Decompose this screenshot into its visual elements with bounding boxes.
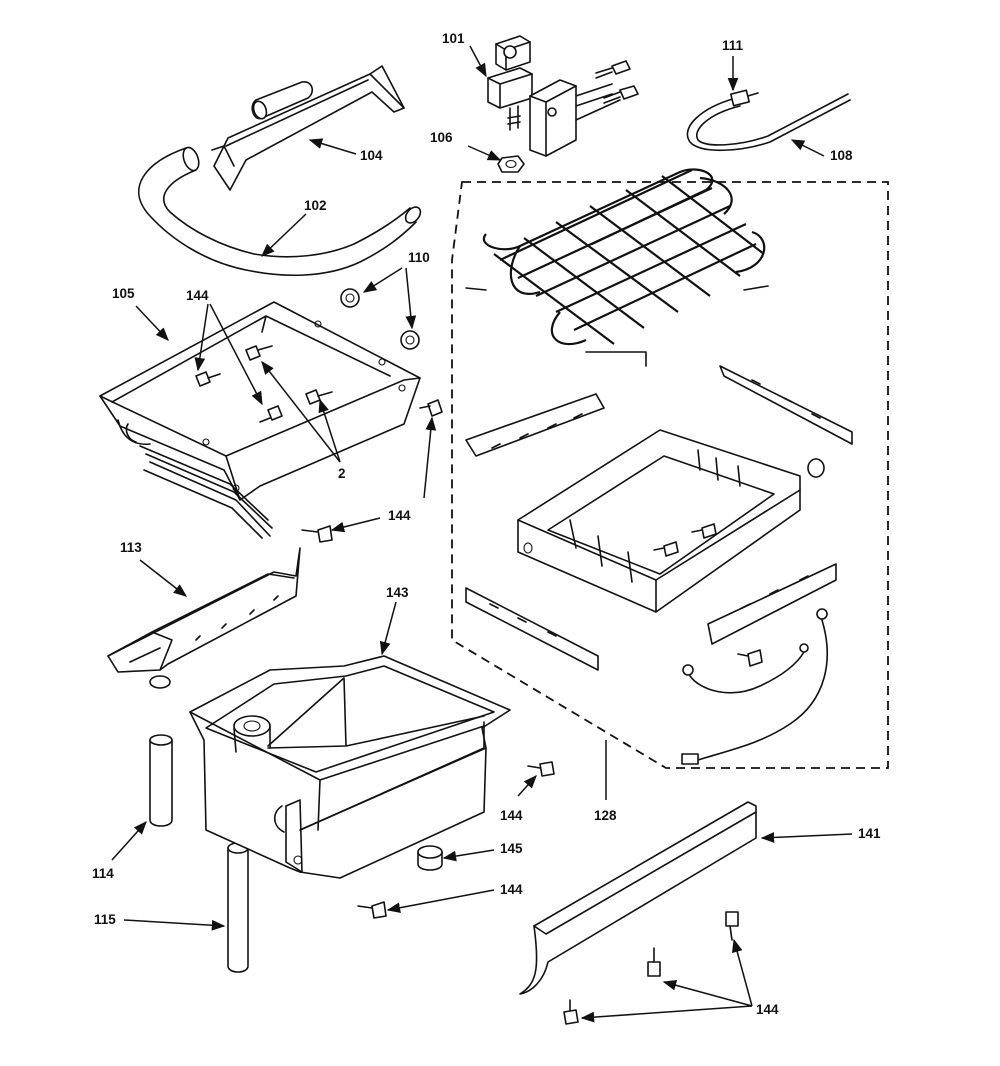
label-113: 113 [120,540,142,555]
water-valve-part [487,35,639,157]
label-144-d: 144 [500,882,523,897]
foot-part [417,845,443,871]
screw-part [563,911,739,1025]
label-108: 108 [830,148,853,163]
heater-tube-part [138,146,422,276]
callout-leaders [111,45,853,1023]
fill-cup-part [211,65,405,191]
label-105: 105 [112,286,135,301]
label-128: 128 [594,808,617,823]
label-144-e: 144 [756,1002,779,1017]
wire-harness-part [681,608,828,765]
label-111: 111 [722,38,744,53]
label-115: 115 [94,912,116,927]
label-144-c: 144 [500,808,523,823]
label-104: 104 [360,148,383,163]
screw-part [357,761,555,919]
label-144-a: 144 [186,288,209,303]
ice-bin-part [189,655,511,879]
grommet-part [340,288,420,350]
label-101: 101 [442,31,465,46]
mounting-plate-part [99,301,421,539]
assembly-boundary [451,181,889,769]
label-145: 145 [500,841,523,856]
evaporator-grid-part [465,168,769,367]
callout-labels: 101 104 106 111 108 102 110 105 144 2 14… [92,31,881,1017]
shield-panel-part [519,801,757,995]
label-106: 106 [430,130,453,145]
label-114: 114 [92,866,114,881]
long-tube-part [227,842,249,973]
label-102: 102 [304,198,327,213]
fill-tube-part [686,89,851,152]
label-143: 143 [386,585,409,600]
fill-trough-part [107,547,301,689]
label-2: 2 [338,466,346,481]
label-144-b: 144 [388,508,411,523]
screw-part [195,345,443,543]
rail-part [465,365,853,671]
ice-mold-frame-part [517,429,825,613]
nut-part [497,155,525,173]
short-tube-part [149,734,173,827]
label-141: 141 [858,826,881,841]
label-110: 110 [408,250,430,265]
